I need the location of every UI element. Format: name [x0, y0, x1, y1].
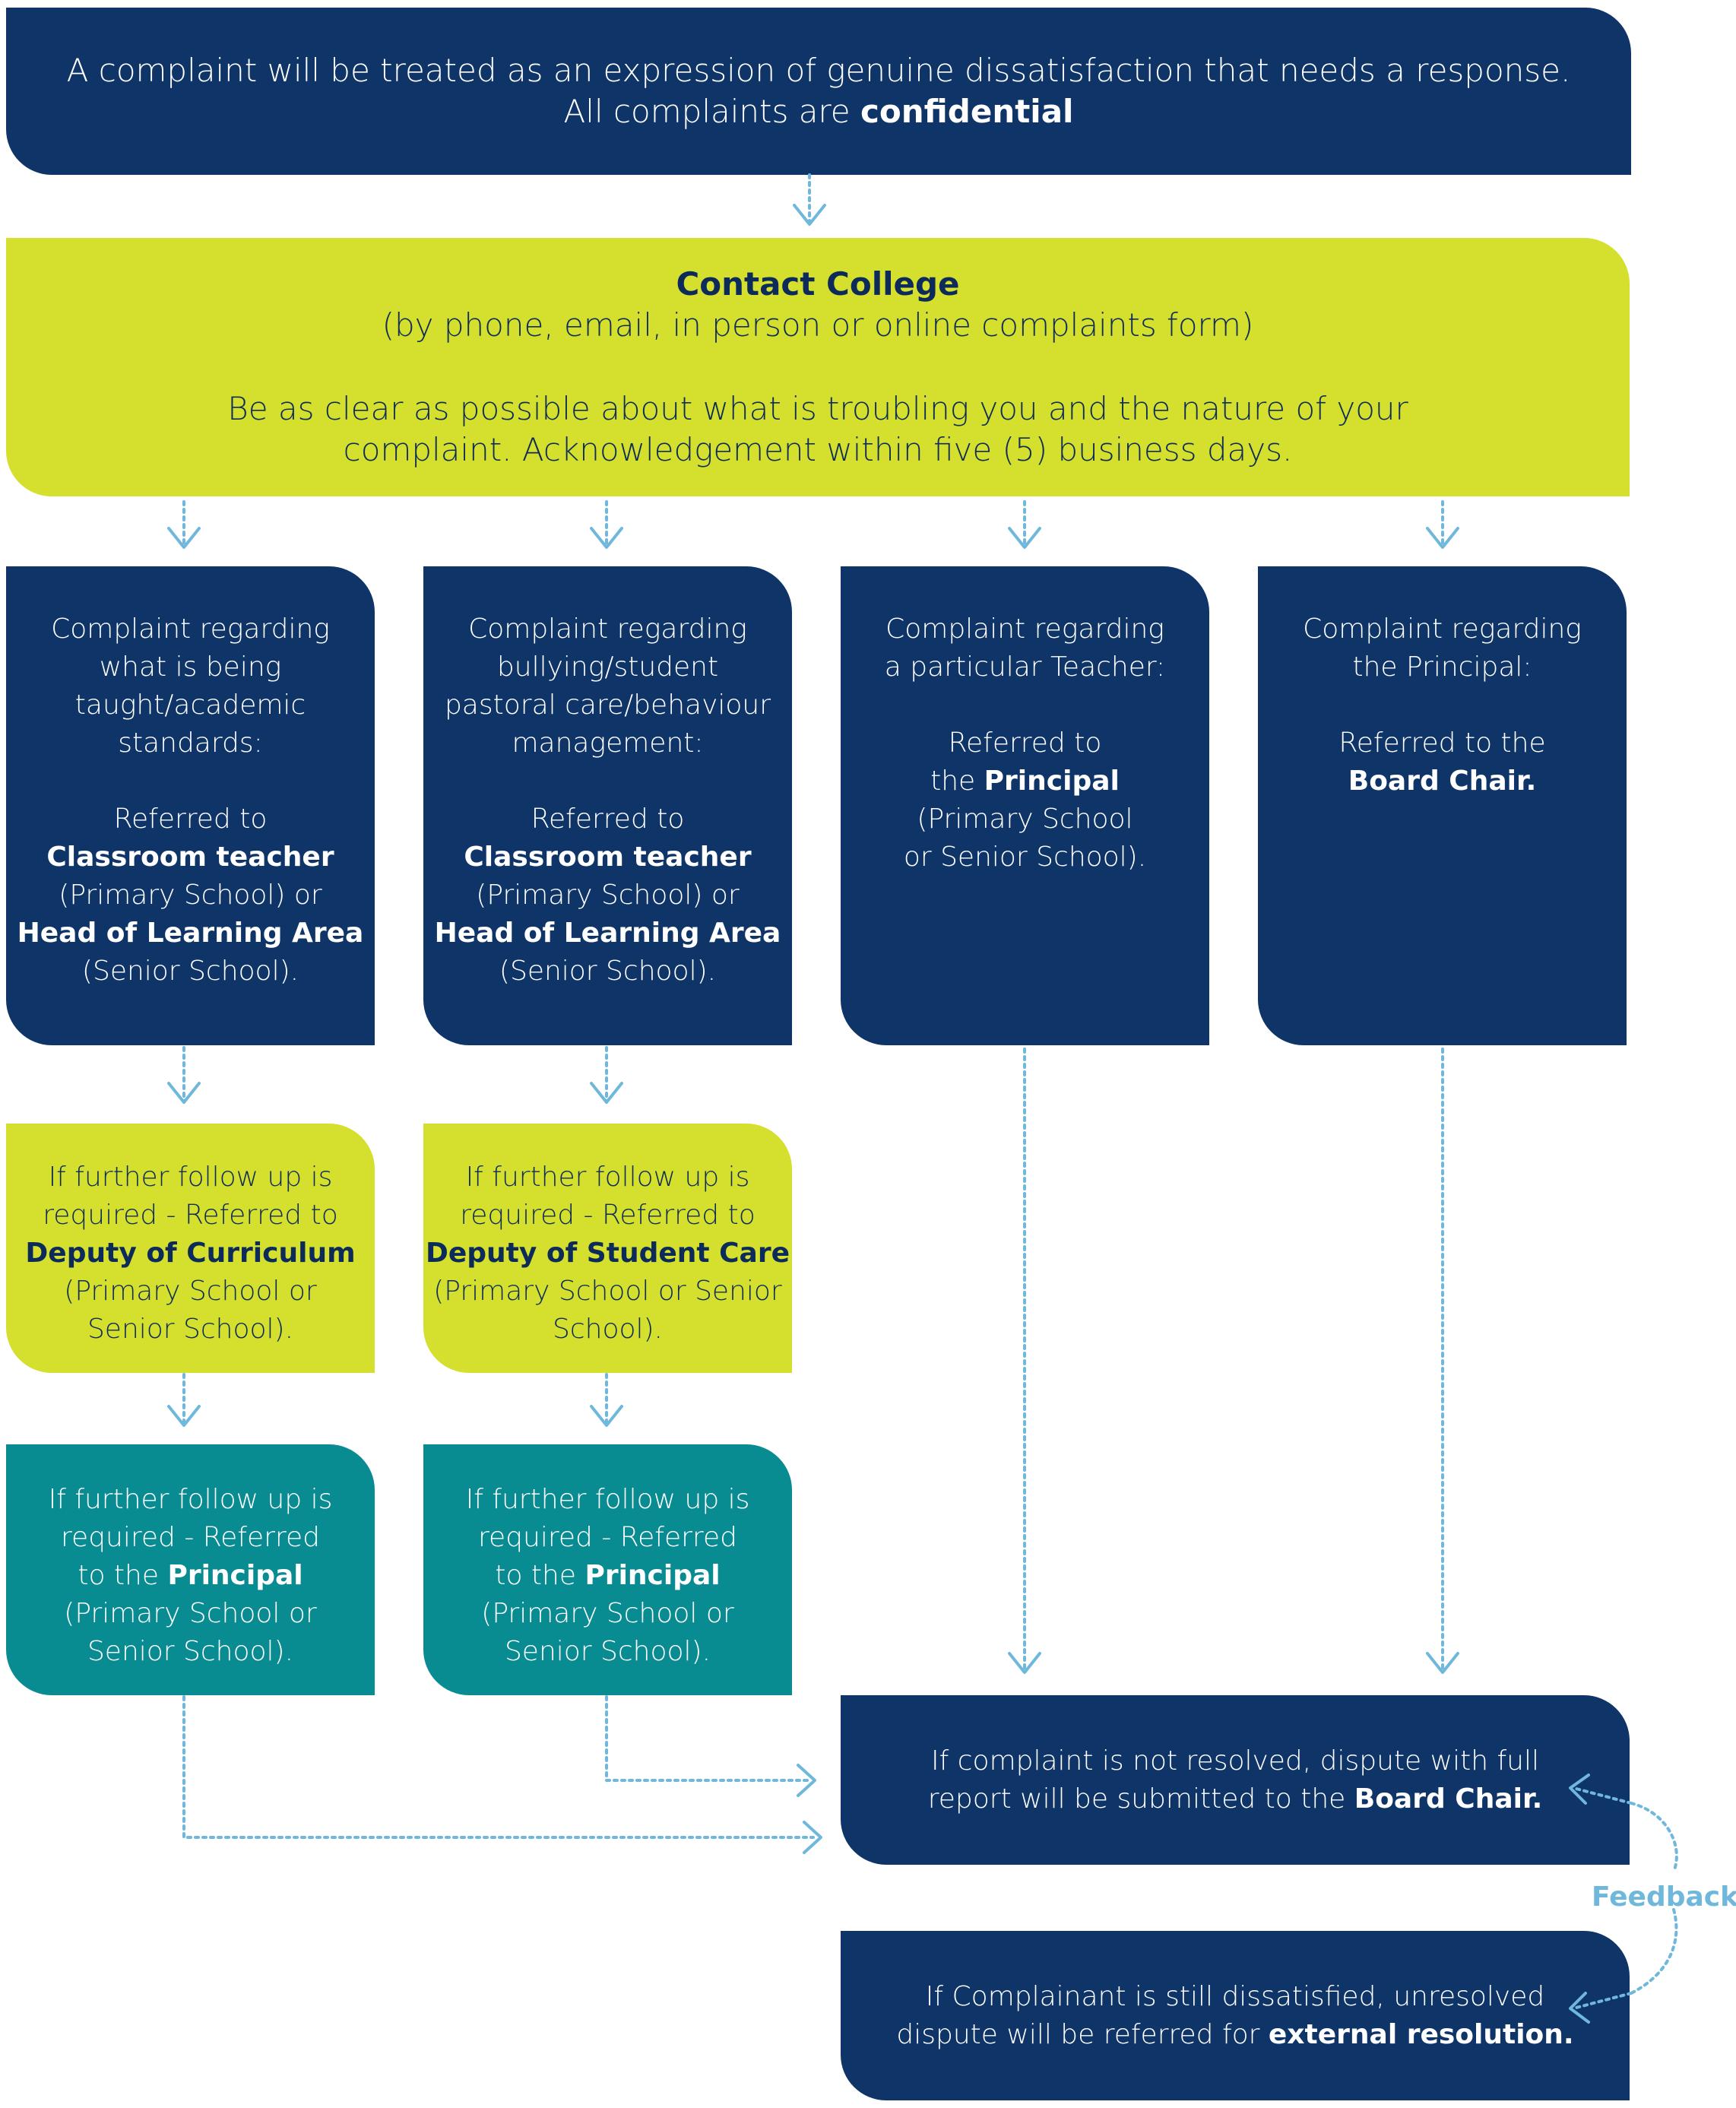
academic-end: (Senior School). — [81, 956, 299, 987]
contact-college-box: Contact College (by phone, email, in per… — [6, 238, 1630, 496]
board-chair-dispute-box: If complaint is not resolved, dispute wi… — [841, 1695, 1630, 1865]
deputy-student-care-end: (Primary School or Senior School). — [433, 1276, 782, 1345]
intro-line-2: All complaints are confidential — [563, 93, 1074, 130]
col2-principal-bold: Principal — [584, 1560, 721, 1591]
arrowhead-col2-into-dispute — [797, 1764, 816, 1797]
academic-referred: Referred to — [113, 804, 268, 835]
dispute-line-2: report will be submitted to the Board Ch… — [927, 1783, 1543, 1815]
arrow-col2-principal-to-dispute — [605, 1695, 809, 1782]
arrowhead-col2-deputy — [590, 1082, 623, 1104]
arrowhead-col4 — [1426, 527, 1459, 549]
external-resolution-box: If Complainant is still dissatisfied, un… — [841, 1931, 1630, 2100]
arrowhead-col1-into-dispute — [803, 1821, 822, 1854]
pastoral-mid: (Primary School) or — [476, 880, 740, 911]
confidential-text: confidential — [860, 93, 1074, 130]
dispute-line-1: If complaint is not resolved, dispute wi… — [931, 1745, 1539, 1777]
pastoral-referred: Referred to — [531, 804, 685, 835]
pastoral-head-of-learning: Head of Learning Area — [434, 918, 781, 949]
arrowhead-col2 — [590, 527, 623, 549]
teacher-principal: Principal — [984, 766, 1120, 797]
external-resolution-bold: external resolution. — [1268, 2018, 1574, 2050]
pastoral-complaint-desc: Complaint regarding bullying/student pas… — [444, 613, 771, 759]
deputy-curriculum-end: (Primary School or Senior School). — [64, 1276, 317, 1345]
feedback-loop-upper — [1630, 1802, 1678, 1873]
principal-complaint-desc: Complaint regarding the Principal: — [1303, 613, 1582, 683]
arrowhead-col2-principal — [590, 1405, 623, 1427]
teacher-referred: Referred to the Principal — [930, 727, 1120, 797]
teacher-complaint-box: Complaint regarding a particular Teacher… — [841, 566, 1209, 1045]
col2-principal-text: If further follow up is required - Refer… — [465, 1484, 750, 1591]
col1-principal-end: (Primary School or Senior School). — [64, 1598, 317, 1667]
deputy-student-care-box: If further follow up is required - Refer… — [423, 1124, 792, 1373]
arrowhead-col1-principal — [167, 1405, 201, 1427]
academic-mid: (Primary School) or — [59, 880, 322, 911]
col1-principal-box: If further follow up is required - Refer… — [6, 1444, 375, 1695]
intro-line-1: A complaint will be treated as an expres… — [66, 52, 1571, 89]
contact-body-line-1: Be as clear as possible about what is tr… — [227, 390, 1408, 427]
contact-title: Contact College — [676, 265, 960, 303]
feedback-loop-lower — [1630, 1908, 1678, 1995]
intro-box: A complaint will be treated as an expres… — [6, 8, 1631, 175]
col2-principal-box: If further follow up is required - Refer… — [423, 1444, 792, 1695]
contact-body-line-2: complaint. Acknowledgement within five (… — [343, 431, 1293, 468]
principal-referred: Referred to the — [1338, 727, 1546, 759]
col1-principal-text: If further follow up is required - Refer… — [48, 1484, 333, 1591]
external-line-2: dispute will be referred for external re… — [896, 2018, 1574, 2050]
deputy-curriculum-title: Deputy of Curriculum — [25, 1238, 356, 1269]
external-line-1: If Complainant is still dissatisfied, un… — [925, 1980, 1545, 2012]
pastoral-complaint-box: Complaint regarding bullying/student pas… — [423, 566, 792, 1045]
col2-principal-end: (Primary School or Senior School). — [481, 1598, 734, 1667]
arrowhead-col3 — [1008, 527, 1041, 549]
academic-complaint-box: Complaint regarding what is being taught… — [6, 566, 375, 1045]
deputy-curriculum-box: If further follow up is required - Refer… — [6, 1124, 375, 1373]
feedback-label: Feedback — [1592, 1881, 1736, 1913]
pastoral-end: (Senior School). — [499, 956, 717, 987]
academic-head-of-learning: Head of Learning Area — [17, 918, 364, 949]
arrowhead-col4-dispute — [1426, 1652, 1459, 1674]
pastoral-classroom-teacher: Classroom teacher — [464, 842, 752, 873]
arrow-col1-principal-to-dispute — [182, 1695, 815, 1839]
contact-subtitle: (by phone, email, in person or online co… — [382, 306, 1254, 344]
arrowhead-top-contact — [793, 204, 826, 226]
arrowhead-col1 — [167, 527, 201, 549]
deputy-student-care-pre: If further follow up is required - Refer… — [460, 1162, 756, 1231]
col1-principal-bold: Principal — [167, 1560, 303, 1591]
teacher-end: (Primary School or Senior School). — [903, 804, 1147, 873]
principal-complaint-box: Complaint regarding the Principal: Refer… — [1258, 566, 1627, 1045]
deputy-student-care-title: Deputy of Student Care — [425, 1238, 790, 1269]
arrowhead-col1-deputy — [167, 1082, 201, 1104]
arrowhead-col3-dispute — [1008, 1652, 1041, 1674]
teacher-complaint-desc: Complaint regarding a particular Teacher… — [884, 613, 1166, 683]
deputy-curriculum-pre: If further follow up is required - Refer… — [43, 1162, 338, 1231]
academic-classroom-teacher: Classroom teacher — [46, 842, 334, 873]
principal-board-chair: Board Chair. — [1348, 766, 1537, 797]
dispute-board-chair: Board Chair. — [1354, 1783, 1543, 1815]
academic-complaint-desc: Complaint regarding what is being taught… — [51, 613, 330, 759]
